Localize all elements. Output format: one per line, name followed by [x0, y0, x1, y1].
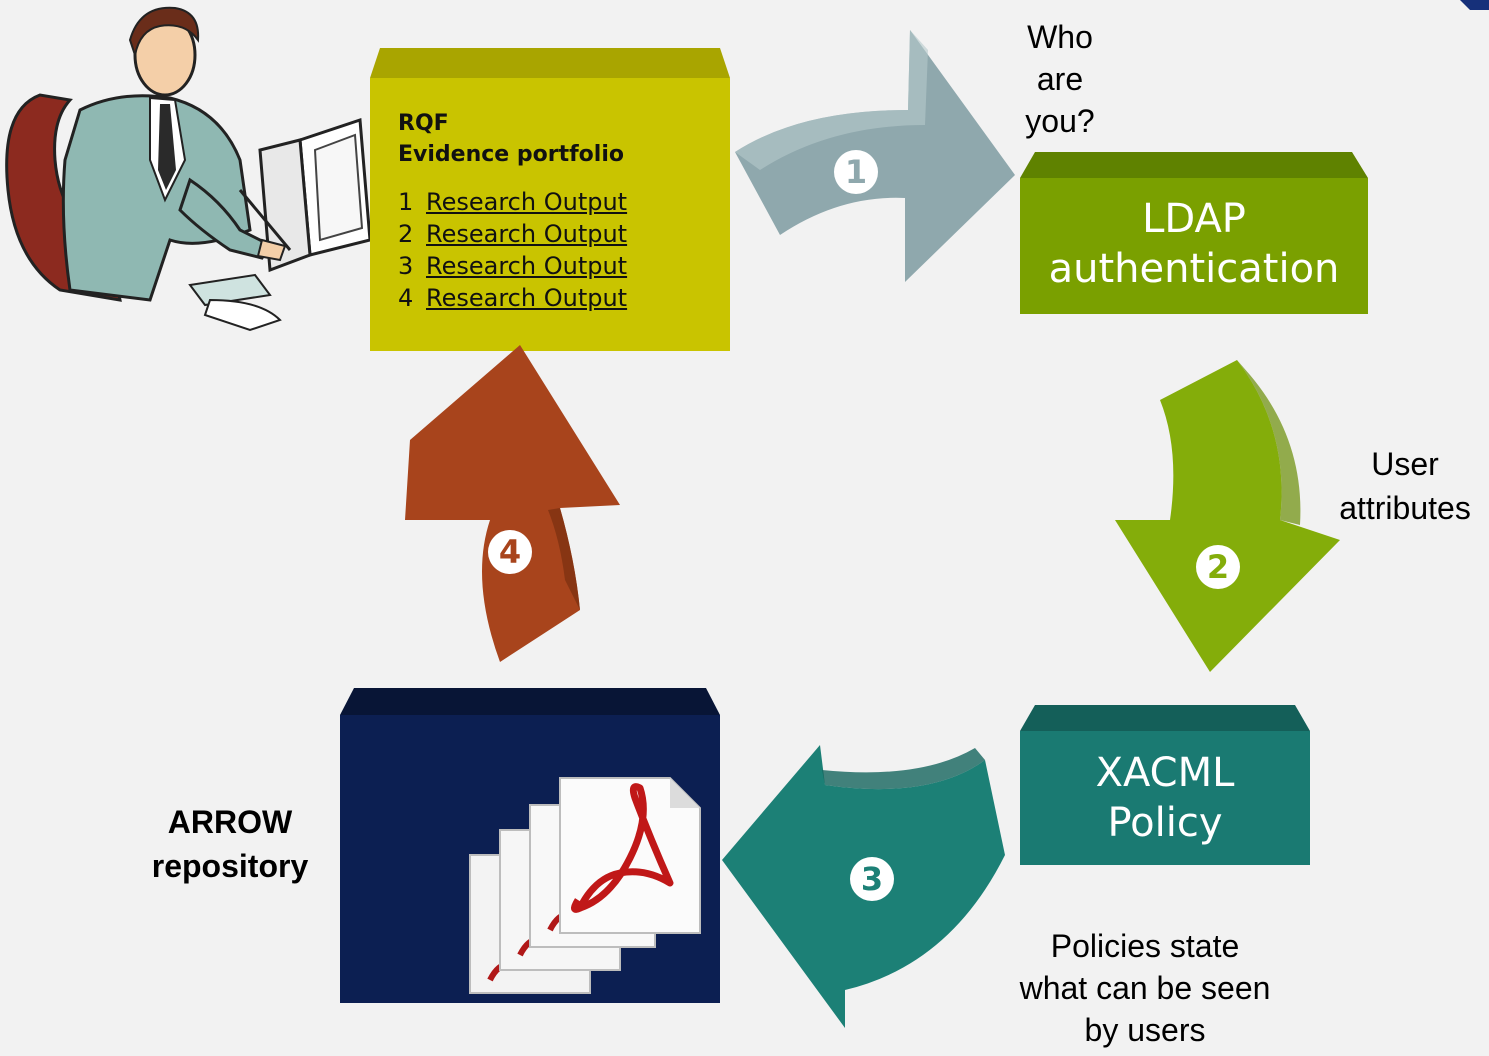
step-2-badge: 2 — [1196, 545, 1240, 589]
xacml-label: XACML Policy — [1020, 748, 1310, 848]
annotation-line: User — [1371, 446, 1439, 482]
list-item: 1 Research Output — [398, 186, 718, 218]
portfolio-title-rqf: RQF — [398, 111, 449, 136]
ldap-label-line1: LDAP — [1142, 196, 1246, 242]
arrow-4-output — [405, 345, 620, 662]
ldap-label: LDAP authentication — [1020, 194, 1368, 294]
annotation-line: by users — [1084, 1012, 1206, 1048]
who-are-you-annotation: Who are you? — [1000, 16, 1120, 142]
item-number: 4 — [398, 284, 414, 312]
businessman-at-computer-icon — [5, 6, 372, 332]
annotation-line: you? — [1025, 103, 1095, 139]
annotation-line: what can be seen — [1019, 970, 1271, 1006]
portfolio-title-evidence: Evidence portfolio — [398, 142, 624, 167]
research-output-link[interactable]: Research Output — [426, 220, 628, 248]
annotation-line: Policies state — [1050, 928, 1240, 964]
arrow-1-authentication — [735, 30, 1015, 282]
list-item: 2 Research Output — [398, 218, 718, 250]
annotation-line: attributes — [1339, 490, 1471, 526]
xacml-label-line2: Policy — [1107, 800, 1223, 846]
repository-label-line2: repository — [151, 848, 309, 884]
ldap-box — [1020, 152, 1368, 314]
xacml-label-line1: XACML — [1095, 750, 1235, 796]
step-3-badge: 3 — [850, 857, 894, 901]
list-item: 3 Research Output — [398, 250, 718, 282]
pdf-document-stack-icon — [469, 777, 701, 994]
repository-label: ARROW repository — [130, 800, 330, 888]
portfolio-box — [370, 48, 730, 351]
ldap-label-line2: authentication — [1048, 246, 1340, 292]
title-fragment-icon — [1460, 0, 1489, 10]
xacml-box — [1020, 705, 1310, 865]
research-output-link[interactable]: Research Output — [426, 284, 628, 312]
repository-label-line1: ARROW — [167, 804, 293, 840]
research-output-link[interactable]: Research Output — [426, 188, 628, 216]
policies-annotation: Policies state what can be seen by users — [990, 925, 1300, 1051]
annotation-line: Who — [1027, 19, 1093, 55]
annotation-line: are — [1036, 61, 1084, 97]
user-attributes-annotation: User attributes — [1325, 442, 1485, 530]
research-output-link[interactable]: Research Output — [426, 252, 628, 280]
arrow-2-attributes — [1115, 360, 1340, 672]
step-1-badge: 1 — [834, 150, 878, 194]
item-number: 2 — [398, 220, 414, 248]
step-4-badge: 4 — [488, 530, 532, 574]
item-number: 1 — [398, 188, 414, 216]
item-number: 3 — [398, 252, 414, 280]
list-item: 4 Research Output — [398, 282, 718, 314]
